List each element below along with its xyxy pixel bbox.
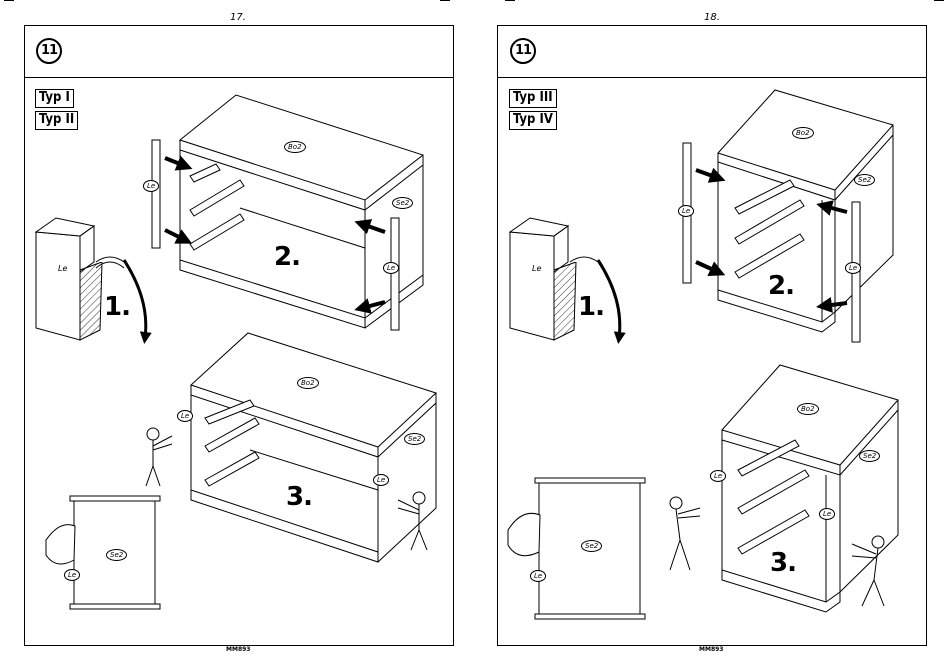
step-number-1-right: 1.	[578, 292, 604, 322]
crop-mark	[934, 0, 944, 1]
type-label-right-2: Typ IV	[509, 111, 557, 130]
part-tag-se2: Se2	[106, 549, 127, 561]
crop-mark	[505, 0, 515, 1]
part-tag-se2: Se2	[404, 433, 425, 445]
type-label-right-1: Typ III	[509, 89, 557, 108]
part-tag-bo2: Bo2	[792, 127, 814, 139]
right-page-frame	[497, 25, 927, 646]
part-tag-bo2: Bo2	[797, 403, 819, 415]
step-badge-right: 11	[510, 38, 536, 64]
part-tag-se2: Se2	[581, 540, 602, 552]
left-page-header	[24, 25, 454, 78]
left-page-frame	[24, 25, 454, 646]
right-page-header	[497, 25, 927, 78]
step-number-2-right: 2.	[768, 271, 794, 301]
step-badge-left: 11	[36, 38, 62, 64]
part-label-le-wall: Le	[532, 264, 541, 273]
document-code-left: MM893	[226, 646, 250, 653]
part-tag-se2: Se2	[854, 174, 875, 186]
type-label-left-1: Typ I	[35, 89, 74, 108]
step-number-1-left: 1.	[104, 292, 130, 322]
step-number-3-left: 3.	[286, 482, 312, 512]
step-number-3-right: 3.	[770, 548, 796, 578]
document-code-right: MM893	[699, 646, 723, 653]
part-tag-se2: Se2	[859, 450, 880, 462]
crop-mark	[440, 0, 450, 1]
crop-mark	[4, 0, 14, 1]
part-tag-bo2: Bo2	[297, 377, 319, 389]
step-number-2-left: 2.	[274, 242, 300, 272]
type-label-left-2: Typ II	[35, 111, 78, 130]
page-number-left: 17.	[230, 12, 246, 23]
part-label-le-wall: Le	[58, 264, 67, 273]
page-number-right: 18.	[704, 12, 720, 23]
part-tag-bo2: Bo2	[284, 141, 306, 153]
part-tag-se2: Se2	[392, 197, 413, 209]
